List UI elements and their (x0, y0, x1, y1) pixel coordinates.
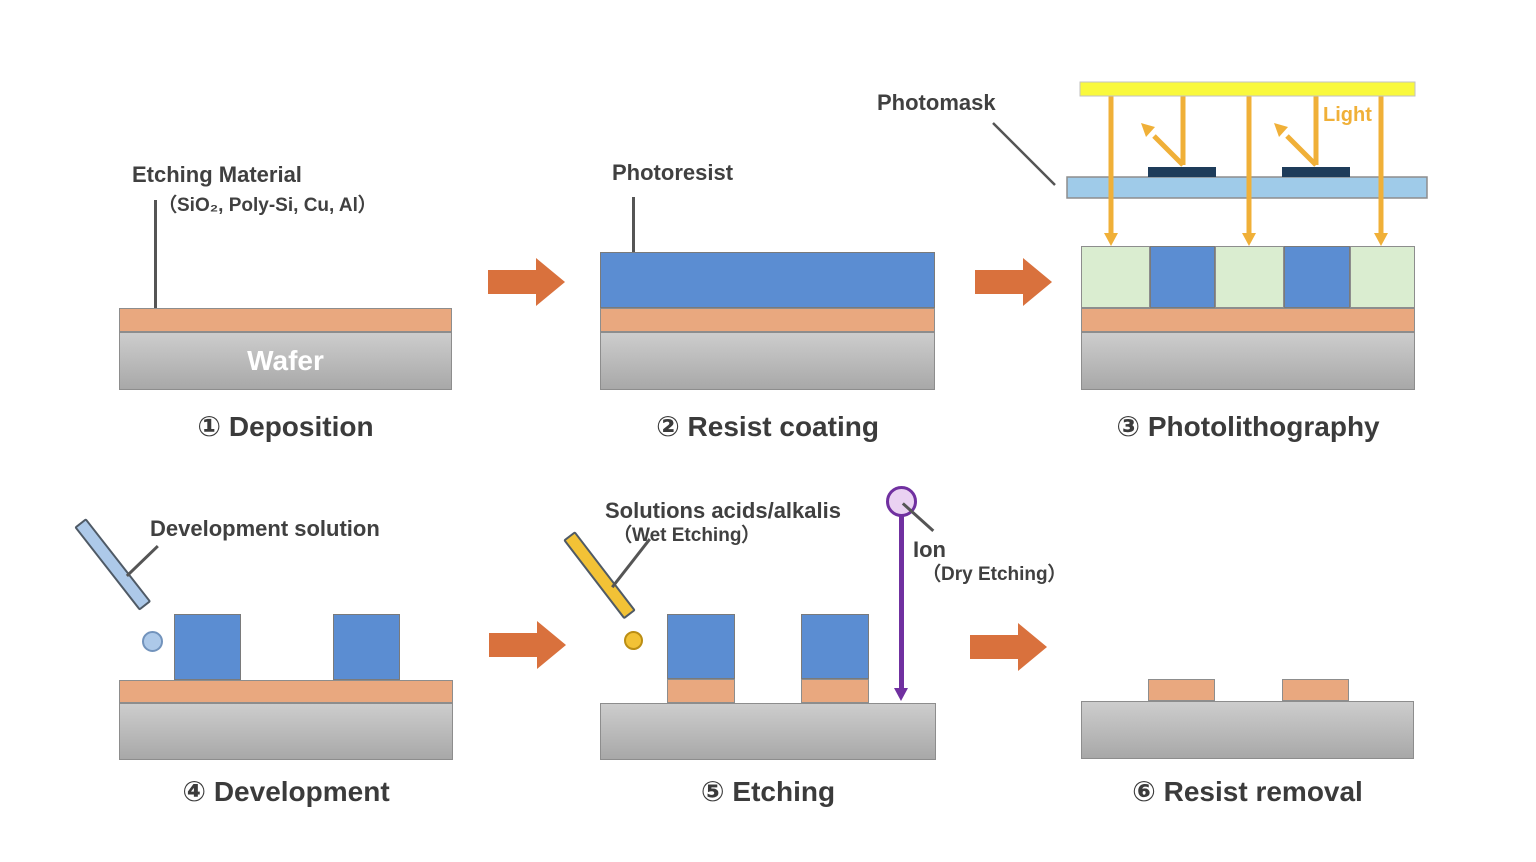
leader-line (154, 200, 157, 322)
caption-development: ④ Development (182, 776, 390, 807)
resist-block (333, 614, 400, 680)
caption-resist-removal: ⑥ Resist removal (1132, 776, 1363, 807)
exposure-graphic (992, 81, 1428, 246)
wet-etching-label: Solutions acids/alkalis (605, 498, 841, 523)
caption-deposition: ① Deposition (197, 411, 374, 442)
wet-etching-sublabel: （Wet Etching） (613, 525, 761, 546)
etching-material-sublabel: （SiO₂, Poly-Si, Cu, Al） (158, 195, 377, 216)
wafer-layer (1081, 701, 1414, 759)
resist-block (174, 614, 241, 680)
development-solution-label: Development solution (150, 516, 380, 541)
etch-material-layer (1081, 308, 1415, 332)
wafer-layer (1081, 332, 1415, 390)
leader-line (126, 545, 159, 578)
exposed-resist-segment (1215, 246, 1284, 308)
resist-block (801, 614, 869, 679)
arrow-right-icon (489, 621, 566, 669)
exposed-resist-segment (1350, 246, 1415, 308)
dry-etching-sublabel: （Dry Etching） (922, 564, 1067, 585)
leader-line (902, 502, 935, 532)
wafer-layer (600, 703, 936, 760)
leader-line (992, 122, 1056, 186)
development-droplet (142, 631, 163, 652)
arrow-right-icon (975, 258, 1052, 306)
light-source-bar (1079, 81, 1416, 97)
wafer-layer (600, 332, 935, 390)
caption-photolithography: ③ Photolithography (1116, 411, 1380, 442)
arrow-right-icon (488, 258, 565, 306)
etch-material-block (667, 679, 735, 703)
wafer-layer: Wafer (119, 332, 452, 390)
photoresist-label: Photoresist (612, 160, 734, 185)
etch-material-layer (119, 680, 453, 703)
photomask-label: Photomask (877, 90, 996, 115)
resist-block (667, 614, 735, 679)
mask-pattern (1148, 167, 1216, 177)
light-rays (1108, 96, 1384, 235)
ion-beam-arrowhead (894, 688, 908, 701)
etch-material-block (801, 679, 869, 703)
unexposed-resist-segment (1150, 246, 1215, 308)
mask-pattern (1282, 167, 1350, 177)
arrow-right-icon (970, 623, 1047, 671)
ion-label: Ion (913, 537, 946, 562)
photoresist-layer (600, 252, 935, 308)
light-arrowheads (1104, 123, 1388, 246)
wafer-layer (119, 703, 453, 760)
caption-etching: ⑤ Etching (700, 776, 836, 807)
etch-material-layer (119, 308, 452, 332)
exposed-resist-segment (1081, 246, 1150, 308)
etching-material-label: Etching Material (132, 162, 302, 187)
light-label: Light (1323, 104, 1372, 126)
ion-beam-arrow (899, 514, 904, 690)
etch-material-layer (600, 308, 935, 332)
etch-material-block (1282, 679, 1349, 701)
leader-line (632, 197, 635, 283)
etch-material-block (1148, 679, 1215, 701)
wafer-label: Wafer (247, 345, 324, 376)
caption-resist-coating: ② Resist coating (656, 411, 879, 442)
wet-etching-droplet (624, 631, 643, 650)
unexposed-resist-segment (1284, 246, 1350, 308)
